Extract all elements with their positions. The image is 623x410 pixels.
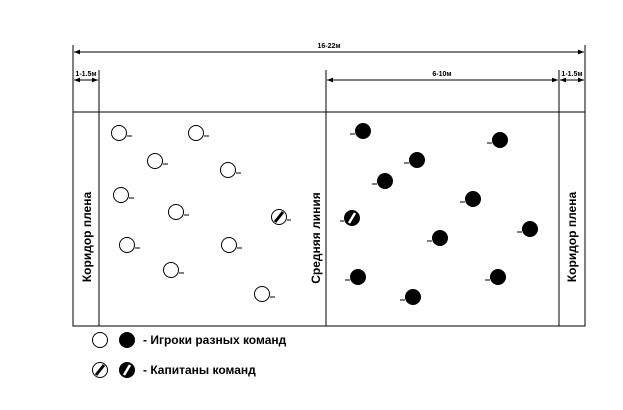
legend-white-captain-icon (92, 362, 108, 378)
captain-black (340, 210, 360, 226)
player-black (517, 221, 538, 237)
corridor-left-label: Коридор плена (80, 192, 94, 283)
player-white (163, 262, 184, 278)
player-black (372, 173, 393, 189)
legend-black-captain-icon (119, 362, 135, 378)
player-black (485, 269, 506, 285)
dimension-captive-zone-label: 6-10м (432, 71, 451, 78)
legend-captains-label: - Капитаны команд (143, 363, 256, 377)
player-black (460, 191, 481, 207)
player-white (111, 125, 132, 141)
player-white (168, 204, 189, 220)
dimension-corridor-left: 1-1.5м (74, 71, 98, 83)
team-white-players (111, 125, 275, 302)
corridor-right-label: Коридор плена (565, 192, 579, 283)
player-black (350, 123, 371, 139)
player-white (188, 125, 209, 141)
middle-line-label: Средняя линия (309, 192, 323, 284)
dimension-total-label: 16-22м (317, 43, 340, 50)
dimension-corridor-left-label: 1-1.5м (75, 71, 96, 78)
player-white (254, 286, 275, 302)
playing-field (72, 111, 586, 327)
legend-captains: - Капитаны команд (92, 362, 256, 378)
player-black (345, 269, 366, 285)
player-white (220, 162, 241, 178)
extension-lines (72, 45, 586, 326)
player-white (119, 237, 140, 253)
player-white (221, 237, 242, 253)
legend-black-player-icon (119, 332, 135, 348)
player-white (113, 187, 134, 203)
captain-white (271, 209, 291, 225)
player-black (487, 132, 508, 148)
legend-players: - Игроки разных команд (92, 332, 287, 348)
dimension-total-width: 16-22м (74, 43, 584, 55)
dimension-captive-zone: 6-10м (327, 71, 558, 83)
dimension-corridor-right: 1-1.5м (560, 71, 584, 83)
team-black-players (345, 123, 538, 305)
player-black (427, 230, 448, 246)
dimension-corridor-right-label: 1-1.5м (561, 71, 582, 78)
field-boundary (72, 111, 586, 327)
player-white (147, 153, 168, 169)
player-black (404, 152, 425, 168)
legend-players-label: - Игроки разных команд (143, 333, 287, 347)
legend-white-player-icon (92, 332, 108, 348)
player-black (400, 289, 421, 305)
